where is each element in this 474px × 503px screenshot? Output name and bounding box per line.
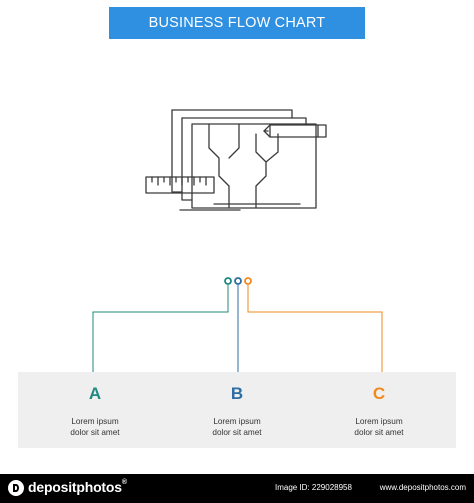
connector-line-c: [247, 285, 383, 372]
site-url: www.depositphotos.com: [379, 483, 466, 492]
step-card-a: A Lorem ipsum dolor sit amet: [18, 372, 172, 448]
step-text-b: Lorem ipsum dolor sit amet: [212, 417, 262, 437]
connector-dot-a: [224, 277, 232, 285]
image-id: Image ID: 229028958: [275, 483, 352, 492]
step-letter-b: B: [230, 384, 244, 403]
brand-name: depositphotos: [28, 479, 122, 495]
step-text-c: Lorem ipsum dolor sit amet: [354, 417, 404, 437]
chart-title: BUSINESS FLOW CHART: [109, 7, 365, 39]
step-letter-c: C: [372, 384, 386, 403]
step-card-c: C Lorem ipsum dolor sit amet: [302, 372, 456, 448]
step-letter-a: A: [88, 384, 102, 403]
connector-line-a: [92, 285, 229, 372]
watermark-footer: depositphotos® Image ID: 229028958 www.d…: [0, 474, 474, 503]
step-card-b: B Lorem ipsum dolor sit amet: [160, 372, 314, 448]
architecture-blueprint-icon: [145, 109, 327, 211]
depositphotos-logo-icon: [8, 480, 24, 496]
connector-dot-b: [234, 277, 242, 285]
step-text-a: Lorem ipsum dolor sit amet: [70, 417, 120, 437]
connector-dot-c: [244, 277, 252, 285]
